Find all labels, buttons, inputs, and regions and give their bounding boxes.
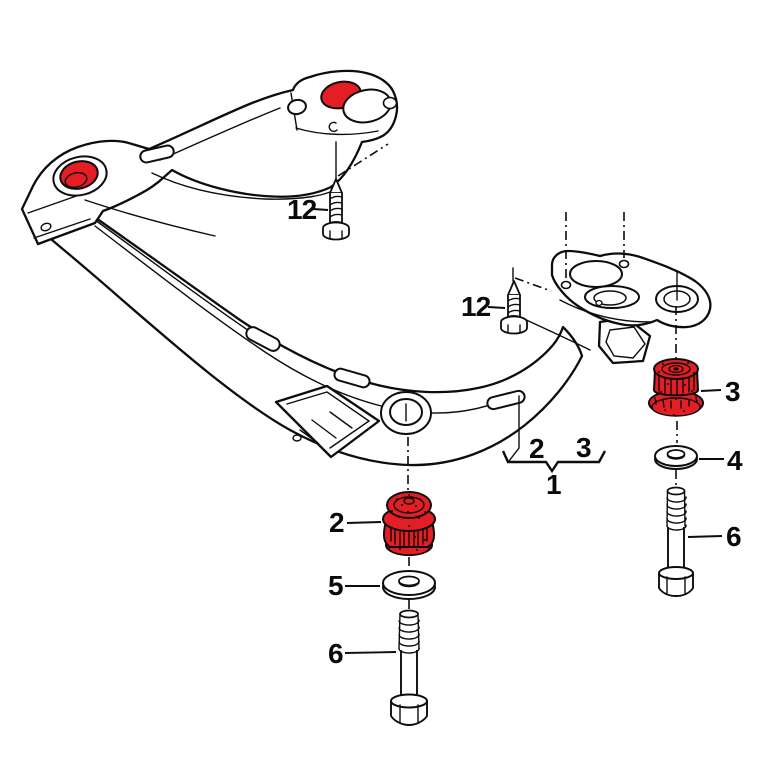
subframe-right-mount [550, 212, 712, 365]
bushing-2-top-hole [403, 497, 415, 505]
right-mount-bolt-hole-left [560, 280, 572, 290]
bolt-6-left-head-top [390, 693, 428, 709]
label-12-left[interactable]: 12 [287, 194, 318, 225]
label-6-left[interactable]: 6 [328, 638, 344, 669]
center-bracket-inner [286, 391, 371, 449]
lower-arm-inner-edge [521, 317, 591, 351]
center-plate-right-hole [382, 96, 398, 110]
right-mount-bolt-hole-right [618, 259, 630, 269]
label-6-right[interactable]: 6 [726, 521, 742, 552]
bolt-6-right [658, 486, 694, 597]
left-mount-bushing-highlight[interactable] [57, 157, 100, 192]
upper-arm-slot [139, 144, 175, 164]
washer-5-hole [398, 575, 420, 587]
leader-3 [700, 389, 722, 392]
bolt-12-right [500, 267, 552, 335]
bracket-hole [40, 222, 52, 232]
bushing-3-cap-ring-outer [661, 362, 691, 376]
bolt-12-right-flange-facets [507, 324, 521, 333]
bushing-3[interactable] [648, 358, 704, 417]
bolt-6-right-head [658, 572, 694, 597]
callout-drop-line [508, 395, 520, 462]
bushing-2-stipple [389, 494, 428, 551]
subframe-lower-arm [50, 205, 591, 467]
callout-label-3[interactable]: 3 [576, 432, 592, 463]
right-mount-ring-left-hole [595, 299, 603, 307]
bolt-12-right-flange [500, 315, 528, 335]
arm-slot-b [333, 367, 371, 389]
bushing-3-flange-rim [651, 397, 701, 417]
washer-5 [382, 570, 436, 600]
washer-5-hole-depth [398, 581, 420, 588]
bushing-2-ribs [390, 522, 428, 548]
center-bracket-hatch [299, 411, 353, 444]
right-mount-edge-line [559, 299, 651, 323]
label-2[interactable]: 2 [329, 507, 345, 538]
bolt-12-right-threads [507, 297, 521, 314]
swath-bottom-double-line [151, 172, 340, 200]
bolt-12-left-flange-facets [329, 230, 343, 239]
bushing-2[interactable] [382, 491, 436, 556]
bolt-6-left-threads [398, 619, 420, 654]
bushing-3-top-hole [673, 367, 679, 371]
leader-12-right [487, 306, 506, 309]
lower-arm-rib-line [94, 225, 513, 414]
center-bracket-hole [292, 434, 302, 442]
bushing-2-cap-ring [393, 496, 425, 514]
bolt-6-right-head-top [658, 566, 694, 580]
center-plate-small-hole [287, 98, 307, 116]
leader-6-right [687, 535, 723, 538]
callout-label-1[interactable]: 1 [546, 469, 562, 500]
leader-6-left [344, 651, 397, 654]
lower-arm-outline [50, 205, 584, 467]
bolt-12-left [322, 141, 389, 241]
bolt-6-left-head-facets [399, 704, 419, 723]
bolt-6-right-head-facets [666, 576, 686, 595]
washer-4-hole-depth [666, 454, 686, 460]
bolt-12-left-flange [322, 221, 350, 241]
bolt-6-left [390, 609, 428, 726]
leader-2 [346, 521, 382, 524]
arm-slot-a [245, 326, 281, 352]
bolt-12-left-threads [329, 195, 343, 218]
leader-12-left [312, 208, 329, 211]
bolt-12-right-tip [507, 280, 521, 296]
left-mount-bushing-lip [64, 172, 88, 188]
bolt-6-left-top [399, 609, 419, 619]
callout-bracket [501, 450, 607, 474]
center-plate-bottom-line [295, 127, 379, 136]
bolt-6-right-shaft [667, 527, 685, 571]
bushing-3-stipple [655, 362, 698, 416]
bushing-3-cap-ring-inner [668, 364, 684, 374]
bolt-6-left-head [390, 700, 428, 726]
washer-4-hole [666, 449, 686, 459]
bracket-arm-line [84, 199, 216, 237]
bushing-3-drum-ribs [658, 375, 695, 395]
lower-arm-rib-line-2 [87, 214, 256, 336]
bolt-12-right-dashdot [514, 277, 552, 292]
bolt-6-left-shaft [400, 650, 418, 699]
assembly-callout: 2 3 1 [501, 395, 607, 500]
arm-slot-c [486, 389, 526, 411]
washer-4 [654, 445, 698, 470]
subframe-upper-swath [20, 69, 399, 246]
bracket-inner-lines [27, 193, 91, 239]
label-4[interactable]: 4 [727, 445, 744, 476]
label-12-right[interactable]: 12 [461, 291, 492, 322]
right-mount-oval [569, 260, 623, 288]
callout-label-2[interactable]: 2 [529, 433, 545, 464]
label-5[interactable]: 5 [328, 570, 344, 601]
label-3[interactable]: 3 [725, 376, 741, 407]
center-plate-c-mark [328, 121, 338, 133]
bolt-6-right-top [666, 486, 686, 496]
bolt-6-right-threads [666, 496, 687, 531]
